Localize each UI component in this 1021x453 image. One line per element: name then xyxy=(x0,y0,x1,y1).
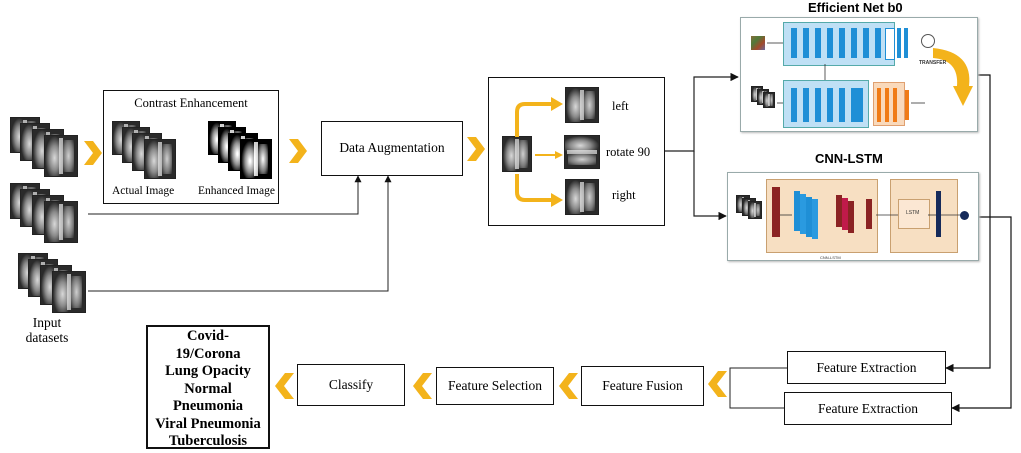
left-xray xyxy=(565,87,599,123)
feature-fusion-box: Feature Fusion xyxy=(581,366,704,406)
chevron-classify-results xyxy=(275,373,294,399)
cnn-embed xyxy=(866,199,872,229)
chevron-contrast-augmentation xyxy=(289,139,307,163)
effnet-upper-layers xyxy=(791,28,891,58)
augmentation-outputs-box: left rotate 90 right xyxy=(488,77,665,226)
input-label-line2: datasets xyxy=(25,330,69,345)
classes-box: Covid- 19/Corona Lung Opacity Normal Pne… xyxy=(146,325,270,449)
feature-extraction-2-label: Feature Extraction xyxy=(817,401,919,416)
feature-extraction-1-label: Feature Extraction xyxy=(816,360,917,375)
branch-arrows xyxy=(515,97,563,207)
classes-list: Covid- 19/Corona Lung Opacity Normal Pne… xyxy=(146,328,270,451)
feature-fusion-label: Feature Fusion xyxy=(602,378,683,393)
cnnlstm-panel: LSTM CNN-LSTM xyxy=(727,172,979,261)
chevron-input-contrast xyxy=(84,141,102,165)
cnnlstm-title: CNN-LSTM xyxy=(815,151,883,166)
lstm-output-node xyxy=(960,211,969,220)
line-fe2-merge xyxy=(729,386,784,409)
actual-image-label: Actual Image xyxy=(112,185,175,197)
effnet-lower-layers xyxy=(791,88,871,122)
chevron-augmentation-outputs xyxy=(467,137,485,161)
classify-box: Classify xyxy=(297,364,405,406)
effnet-upper-output xyxy=(921,34,935,48)
cnn-conv1 xyxy=(772,187,780,237)
class-tuberculosis: Tuberculosis xyxy=(168,433,248,449)
effnet-lower-thumb xyxy=(751,86,777,108)
cnnlstm-arrows xyxy=(780,214,960,216)
input-datasets-label: Input datasets xyxy=(22,315,72,345)
chevron-fusion-selection xyxy=(559,373,578,399)
right-label: right xyxy=(612,188,636,202)
lstm-label: LSTM xyxy=(906,210,920,216)
class-pneumonia: Pneumonia xyxy=(172,398,244,414)
actual-image-stack xyxy=(112,121,182,179)
lstm-cell xyxy=(898,199,930,229)
chevron-extraction-fusion xyxy=(708,371,727,397)
input-stack-1 xyxy=(10,117,80,177)
cnn-block xyxy=(766,179,878,253)
left-label: left xyxy=(612,99,629,113)
efficientnet-panel: TRANSFER xyxy=(740,17,978,132)
feature-extraction-box-1: Feature Extraction xyxy=(787,351,946,384)
rotate-label: rotate 90 xyxy=(606,145,651,159)
contrast-enhancement-box: Contrast Enhancement Actual Image Enhanc… xyxy=(103,90,279,204)
classify-label: Classify xyxy=(328,377,374,392)
cnn-pool-stack xyxy=(836,195,866,235)
arrow-aug-split xyxy=(665,72,739,152)
cnnlstm-input-thumb xyxy=(736,195,766,221)
rotate-xray xyxy=(564,135,600,169)
effnet-input-thumb xyxy=(751,36,765,50)
class-covid-line2: 19/Corona xyxy=(175,345,241,362)
enhanced-image-stack xyxy=(208,121,278,179)
right-xray xyxy=(565,179,599,215)
line-fe1-merge xyxy=(729,367,787,386)
class-normal: Normal xyxy=(184,380,232,397)
class-viral-pneumonia: Viral Pneumonia xyxy=(155,415,261,432)
class-covid-line1: Covid- xyxy=(187,328,229,344)
enhanced-image-label: Enhanced Image xyxy=(198,185,275,197)
input-stack-2 xyxy=(10,183,80,243)
arrow-input3-augmentation xyxy=(88,175,392,292)
arrow-effnet-fe1 xyxy=(945,74,991,373)
arrow-input2-augmentation xyxy=(88,175,362,215)
data-augmentation-box: Data Augmentation xyxy=(321,121,463,176)
cnnlstm-caption: CNN-LSTM xyxy=(820,255,841,260)
source-xray xyxy=(502,136,532,172)
feature-selection-label: Feature Selection xyxy=(447,378,543,393)
input-stack-3 xyxy=(18,253,88,313)
cnn-conv-stack xyxy=(794,191,830,239)
arrow-cnnlstm-fe2 xyxy=(951,216,1012,413)
input-label-line1: Input xyxy=(32,315,62,330)
effnet-upper-fc xyxy=(885,28,895,60)
arrow-aug-cnnlstm xyxy=(693,151,727,221)
efficientnet-title: Efficient Net b0 xyxy=(808,0,903,15)
contrast-title: Contrast Enhancement xyxy=(134,96,248,110)
feature-extraction-box-2: Feature Extraction xyxy=(784,392,952,425)
feature-selection-box: Feature Selection xyxy=(436,367,554,405)
lstm-dense xyxy=(936,191,941,237)
transfer-arrow-icon xyxy=(933,48,973,106)
chevron-selection-classify xyxy=(413,373,432,399)
data-augmentation-title: Data Augmentation xyxy=(339,140,445,155)
class-lung-opacity: Lung Opacity xyxy=(165,363,251,379)
transfer-label: TRANSFER xyxy=(919,60,947,66)
effnet-lower-arrows xyxy=(767,42,925,104)
